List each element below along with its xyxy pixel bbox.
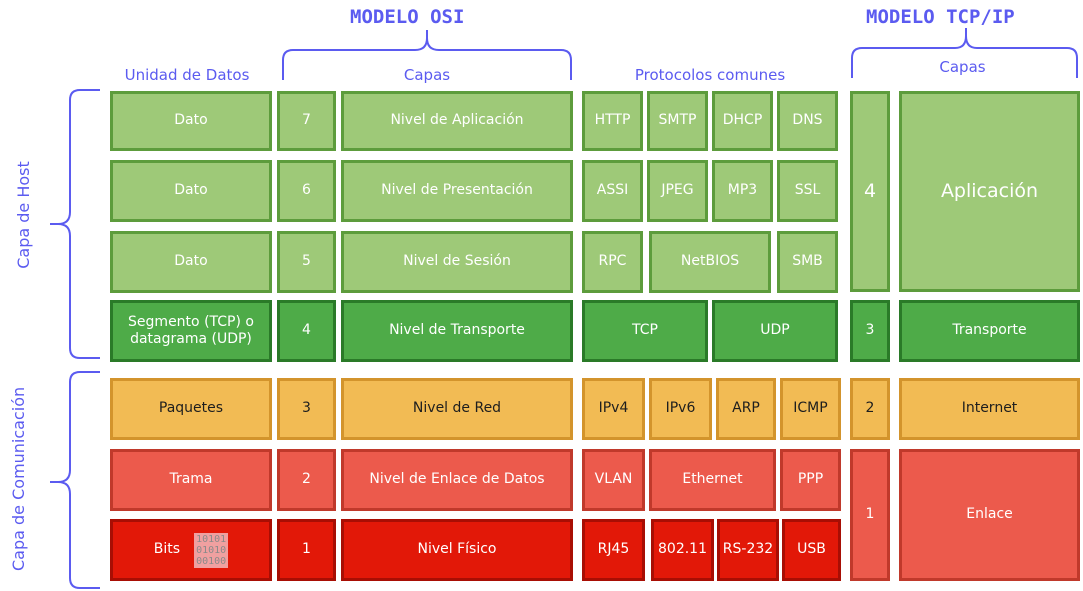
protocol-ppp: PPP [780, 449, 841, 511]
osi-number-2: 2 [277, 449, 336, 511]
host-layer-label: Capa de Host [14, 161, 33, 269]
protocol-vlan: VLAN [582, 449, 645, 511]
tcpip-number-2: 2 [850, 378, 890, 440]
protocol-assi: ASSI [582, 160, 643, 222]
tcpip-layer-transport: Transporte [899, 300, 1080, 362]
protocol-mp3: MP3 [712, 160, 773, 222]
tcpip-model-title: MODELO TCP/IP [866, 6, 1015, 28]
communication-side-brace [50, 371, 100, 589]
osi-layer-3: Nivel de Red [341, 378, 573, 440]
data-unit-1-label: Bits [153, 541, 181, 558]
protocol-arp: ARP [716, 378, 776, 440]
protocol-dhcp: DHCP [712, 91, 773, 151]
tcpip-number-3: 3 [850, 300, 890, 362]
protocol-http: HTTP [582, 91, 643, 151]
data-unit-4: Segmento (TCP) o datagrama (UDP) [110, 300, 272, 362]
tcpip-number-4: 4 [850, 91, 890, 292]
communication-layer-label: Capa de Comunicación [9, 386, 28, 571]
protocol-ipv6: IPv6 [649, 378, 712, 440]
protocol-ssl: SSL [777, 160, 838, 222]
osi-layer-5: Nivel de Sesión [341, 231, 573, 293]
protocol-smtp: SMTP [647, 91, 708, 151]
protocol-icmp: ICMP [780, 378, 841, 440]
protocol-udp: UDP [712, 300, 838, 362]
protocols-header: Protocolos comunes [634, 66, 786, 84]
data-unit-3: Paquetes [110, 378, 272, 440]
protocol-80211: 802.11 [651, 519, 714, 581]
tcpip-layer-link: Enlace [899, 449, 1080, 581]
osi-layer-6: Nivel de Presentación [341, 160, 573, 222]
protocol-dns: DNS [777, 91, 838, 151]
protocol-usb: USB [782, 519, 841, 581]
data-unit-7: Dato [110, 91, 272, 151]
protocol-ethernet: Ethernet [649, 449, 776, 511]
protocol-jpeg: JPEG [647, 160, 708, 222]
data-unit-2: Trama [110, 449, 272, 511]
osi-number-3: 3 [277, 378, 336, 440]
data-unit-1: Bits 10101 01010 00100 [110, 519, 272, 581]
osi-number-4: 4 [277, 300, 336, 362]
osi-model-title: MODELO OSI [350, 6, 465, 28]
osi-layer-7: Nivel de Aplicación [341, 91, 573, 151]
osi-layer-1: Nivel Físico [341, 519, 573, 581]
host-side-brace [50, 89, 100, 359]
protocol-tcp: TCP [582, 300, 708, 362]
tcpip-number-1: 1 [850, 449, 890, 581]
osi-number-7: 7 [277, 91, 336, 151]
tcpip-layer-internet: Internet [899, 378, 1080, 440]
data-unit-header: Unidad de Datos [124, 66, 250, 84]
data-unit-5: Dato [110, 231, 272, 293]
osi-layer-4: Nivel de Transporte [341, 300, 573, 362]
protocol-rj45: RJ45 [582, 519, 645, 581]
osi-number-5: 5 [277, 231, 336, 293]
binary-icon: 10101 01010 00100 [194, 532, 229, 568]
data-unit-6: Dato [110, 160, 272, 222]
osi-layers-header: Capas [403, 66, 451, 84]
osi-top-brace [282, 30, 572, 80]
protocol-smb: SMB [777, 231, 838, 293]
tcpip-layers-header: Capas [939, 58, 986, 76]
osi-number-6: 6 [277, 160, 336, 222]
osi-number-1: 1 [277, 519, 336, 581]
osi-layer-2: Nivel de Enlace de Datos [341, 449, 573, 511]
protocol-rpc: RPC [582, 231, 643, 293]
protocol-ipv4: IPv4 [582, 378, 645, 440]
tcpip-top-brace [851, 28, 1078, 78]
protocol-netbios: NetBIOS [649, 231, 771, 293]
protocol-rs232: RS-232 [717, 519, 779, 581]
tcpip-layer-application: Aplicación [899, 91, 1080, 292]
